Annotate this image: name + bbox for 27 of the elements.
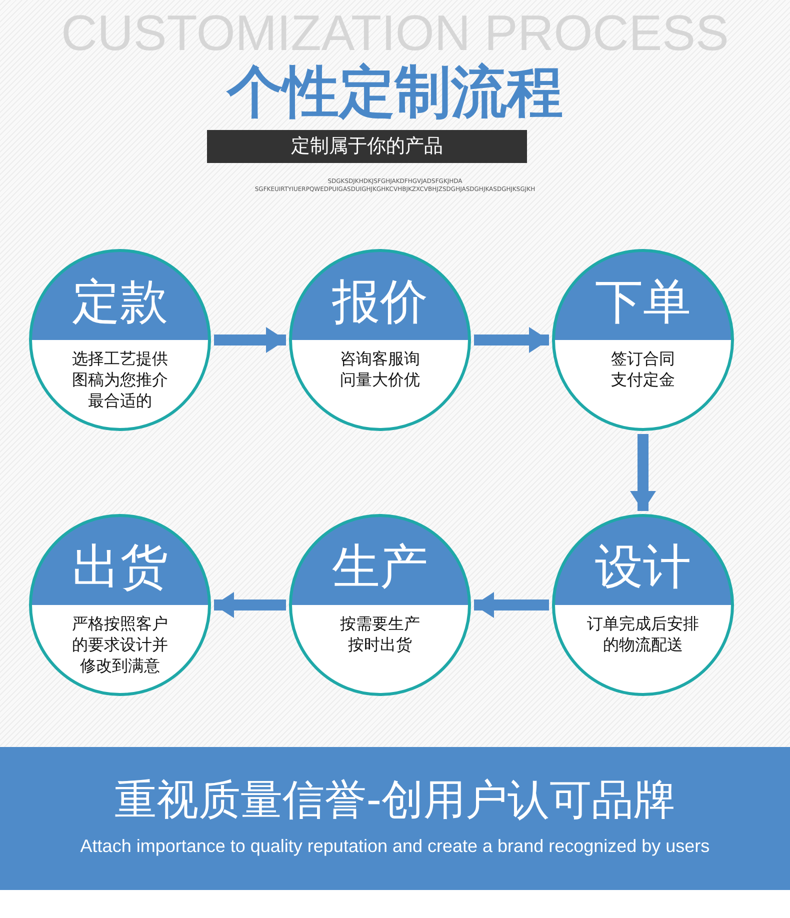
arrow (474, 592, 549, 618)
step-description: 按需要生产按时出货 (339, 613, 421, 655)
step-description: 咨询客服询问量大价优 (339, 348, 421, 390)
arrow (474, 327, 549, 353)
arrow (214, 327, 286, 353)
banner-subtitle: Attach importance to quality reputation and create a brand recognized by users (79, 835, 711, 858)
step-title: 报价 (331, 273, 429, 332)
step-description: 订单完成后安排的物流配送 (586, 613, 700, 655)
arrow (630, 434, 656, 511)
step-title: 定款 (71, 273, 169, 332)
banner-heading: 重视质量信誉-创用户认可品牌 (113, 774, 677, 826)
step-description: 签订合同支付定金 (610, 348, 676, 390)
step-circle (552, 249, 734, 431)
step-circle (29, 514, 211, 696)
subtitle-bar: 定制属于你的产品 (207, 130, 527, 163)
step-description: 严格按照客户的要求设计并修改到满意 (71, 613, 169, 676)
step-title: 下单 (594, 273, 692, 332)
step-circle (289, 249, 471, 431)
arrow (214, 592, 286, 618)
step-title: 设计 (594, 538, 692, 597)
step-circle (552, 514, 734, 696)
step-title: 生产 (331, 538, 429, 597)
step-circle (29, 249, 211, 431)
step-description: 选择工艺提供图稿为您推介最合适的 (71, 348, 169, 411)
step-title: 出货 (71, 538, 169, 597)
step-circle (289, 514, 471, 696)
title: 个性定制流程 (225, 60, 564, 126)
